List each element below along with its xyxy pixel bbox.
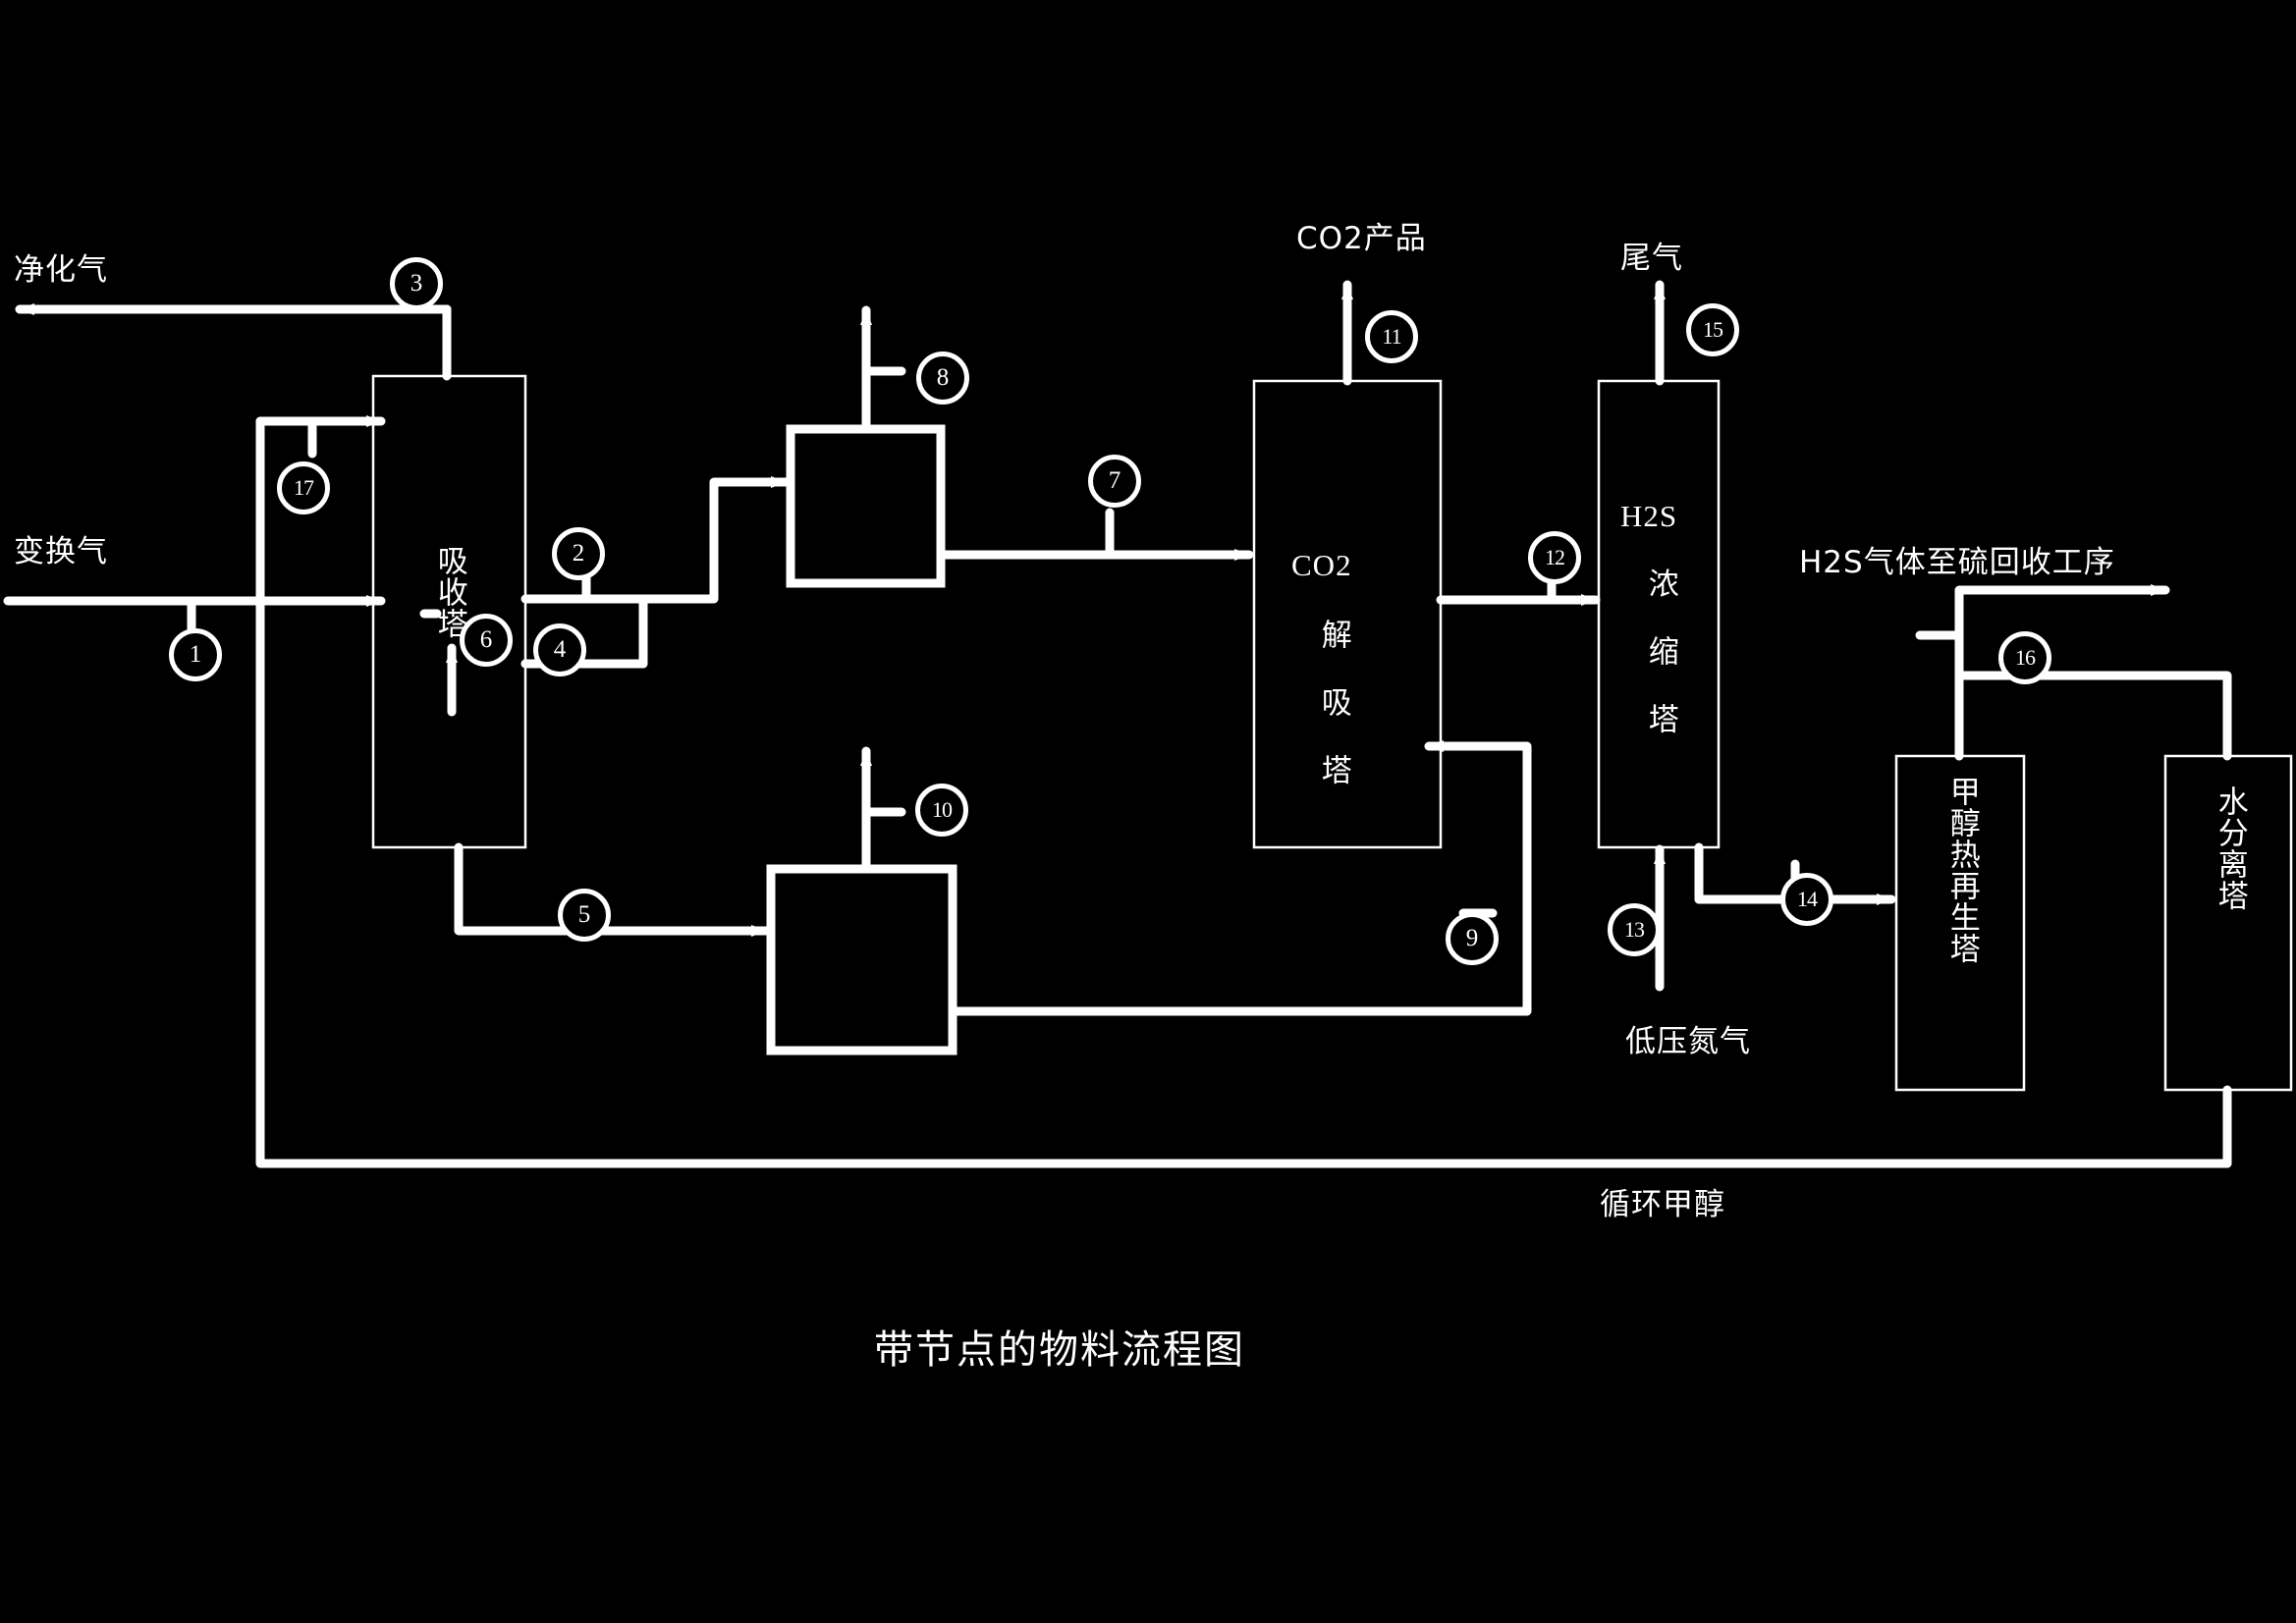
vessel-absorber (371, 374, 527, 849)
vessel-label-co2-desorber-line1: CO2 (1291, 548, 1352, 582)
vessel-flash-drum-2 (766, 864, 957, 1055)
pipe-9-to-co2-desorber-lower (948, 740, 1532, 1016)
pipe-regenerator-to-water-separator (1954, 671, 2232, 761)
node-marker-16[interactable]: 16 (1998, 631, 2051, 684)
node-marker-9[interactable]: 9 (1446, 912, 1499, 965)
node-marker-5[interactable]: 5 (558, 889, 611, 942)
stream-label-h2s-to-sulfur-recovery: H2S气体至硫回收工序 (1799, 545, 2115, 580)
node-marker-8[interactable]: 8 (916, 352, 969, 405)
node-marker-2[interactable]: 2 (552, 527, 605, 580)
pipe-recycle-methanol-header (255, 416, 2232, 1168)
vessel-co2-desorber (1252, 379, 1443, 849)
diagram-title: 带节点的物料流程图 (874, 1327, 1245, 1373)
node-marker-3[interactable]: 3 (390, 257, 443, 310)
vessel-h2s-concentrator (1597, 379, 1721, 849)
vessel-label-water-separator: 水分离塔 (2212, 785, 2248, 911)
vessel-label-co2-desorber-line2: 解 吸 塔 (1315, 619, 1351, 785)
node-marker-13[interactable]: 13 (1608, 903, 1661, 956)
pipe-5-to-flash-drum-2 (454, 842, 771, 937)
vessel-label-methanol-thermal-regenerator: 甲醇热再生塔 (1943, 776, 1980, 964)
stream-label-recycle-methanol: 循环甲醇 (1600, 1187, 1725, 1222)
stream-label-low-pressure-nitrogen: 低压氮气 (1625, 1024, 1751, 1059)
vessel-label-absorber: 吸收塔 (431, 545, 467, 639)
node-marker-17[interactable]: 17 (277, 461, 330, 514)
node-marker-14[interactable]: 14 (1780, 873, 1833, 926)
node-marker-7[interactable]: 7 (1088, 455, 1141, 508)
stream-label-purified-gas: 净化气 (14, 252, 108, 288)
vessel-label-h2s-concentrator-line1: H2S (1620, 499, 1678, 533)
stream-label-shifted-gas: 变换气 (14, 534, 108, 569)
stream-label-co2-product: CO2产品 (1296, 221, 1427, 256)
node-marker-6[interactable]: 6 (460, 614, 513, 667)
node-marker-10[interactable]: 10 (915, 784, 968, 837)
stream-label-tail-gas: 尾气 (1620, 241, 1683, 276)
node-marker-11[interactable]: 11 (1365, 310, 1418, 363)
vessel-water-separator (2163, 754, 2293, 1092)
node-marker-4[interactable]: 4 (533, 623, 586, 676)
node-marker-1[interactable]: 1 (169, 628, 222, 681)
vessel-methanol-thermal-regenerator (1894, 754, 2026, 1092)
pipe-2-to-flash-drum-1 (520, 476, 791, 604)
node-marker-15[interactable]: 15 (1686, 303, 1739, 356)
node-marker-12[interactable]: 12 (1528, 531, 1581, 584)
vessel-label-h2s-concentrator-line2: 浓 缩 塔 (1642, 568, 1678, 734)
vessel-flash-drum-1 (786, 424, 946, 588)
